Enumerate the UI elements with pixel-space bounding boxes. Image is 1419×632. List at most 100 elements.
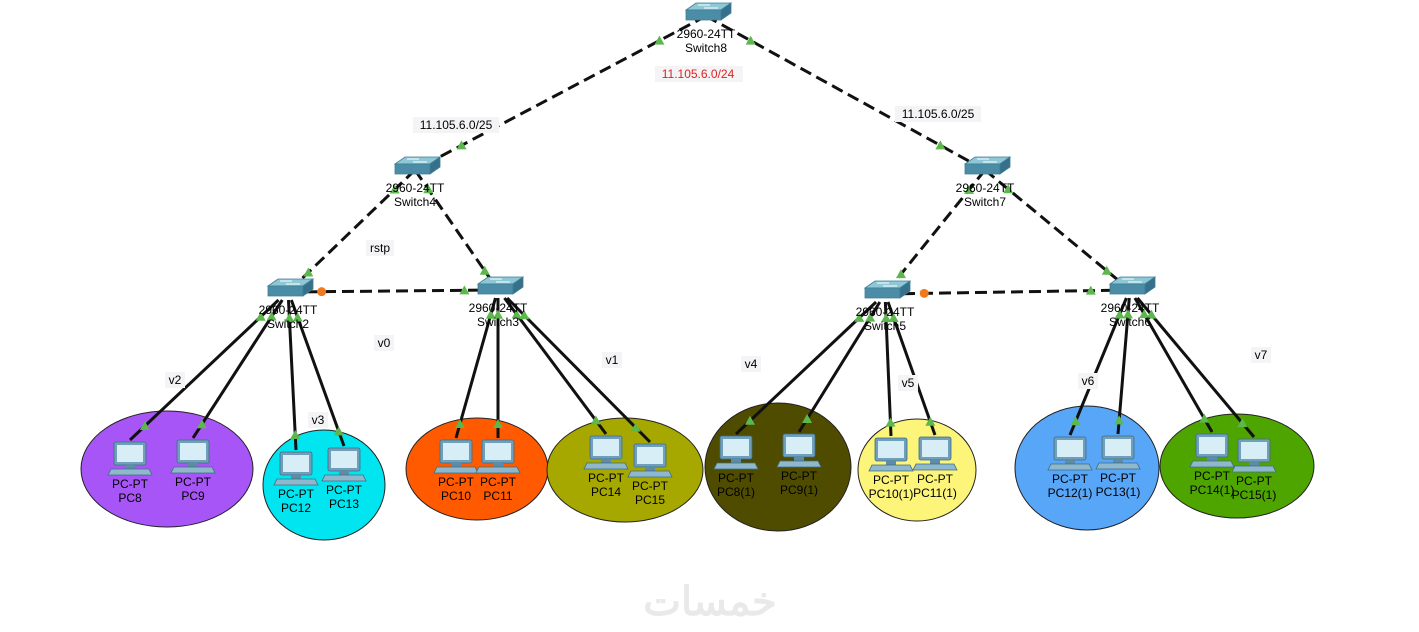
subnet-left-label: 11.105.6.0/25 [420,118,493,132]
access-link[interactable] [797,301,882,433]
switch-name-label: Switch2 [267,317,309,331]
port-up-triangle [493,309,503,319]
port-up-triangle [854,312,865,322]
pc-icon[interactable] [1189,433,1235,468]
pc-icon[interactable] [868,437,914,472]
switch-model-label: 2960-24TT [856,305,915,319]
access-link[interactable] [128,298,280,442]
vlan-label-v1: v1 [606,353,619,367]
switch-icon[interactable] [1109,276,1156,295]
access-link[interactable] [1116,297,1131,435]
pc-name-label: PC14 [591,485,621,499]
pc-icon[interactable] [627,443,673,478]
port-up-triangle [292,312,303,322]
switch-name-label: Switch5 [864,319,906,333]
access-link[interactable] [503,297,608,435]
pc-type-label: PC-PT [1236,474,1273,488]
port-up-triangle [865,312,876,322]
port-up-triangle [1237,418,1248,428]
switch-name-label: Switch7 [964,195,1006,209]
pc-icon[interactable] [321,447,367,482]
port-up-triangle [1101,265,1112,275]
port-up-triangle [630,422,641,432]
pc-type-label: PC-PT [917,472,954,486]
switch-icon[interactable] [964,156,1011,175]
port-up-triangle [1003,184,1014,194]
pc-type-label: PC-PT [278,487,315,501]
access-link[interactable] [883,301,893,437]
port-up-triangle [925,416,936,426]
port-up-triangle [456,140,467,150]
switch-icon[interactable] [864,280,911,299]
access-link[interactable] [1136,297,1256,438]
switch-model-label: 2960-24TT [677,27,736,41]
pc-name-label: PC15(1) [1232,488,1277,502]
port-up-triangle [935,140,946,150]
port-up-triangle [654,35,665,45]
pc-name-label: PC12 [281,501,311,515]
pc-type-label: PC-PT [781,469,818,483]
port-up-triangle [885,417,896,427]
port-up-triangle [389,184,400,194]
vlan-group-area [80,410,254,528]
port-up-triangle [896,269,906,279]
pc-name-label: PC13 [329,497,359,511]
access-link[interactable] [1068,297,1128,436]
switch-icon[interactable] [267,278,314,297]
access-link[interactable] [454,297,497,439]
pc-icon[interactable] [433,439,479,474]
port-up-triangle [964,184,974,194]
switch-icon[interactable] [685,2,732,21]
switch-icon[interactable] [394,156,441,175]
switch-model-label: 2960-24TT [386,181,445,195]
vlan-label-v0: v0 [378,336,391,350]
port-up-triangle [459,285,470,295]
access-link[interactable] [506,296,652,444]
port-up-triangle [266,311,277,321]
pc-icon[interactable] [1095,435,1141,470]
port-up-triangle [881,313,892,323]
port-up-triangle [196,419,207,429]
port-up-triangle [493,419,503,428]
access-link[interactable] [289,299,346,447]
pc-icon[interactable] [1231,438,1277,473]
port-up-triangle [284,313,295,322]
pc-name-label: PC11 [483,489,512,503]
access-link[interactable] [286,299,298,451]
annotation-layer: 11.105.6.0/24 11.105.6.0/25 11.105.6.0/2… [165,66,1271,624]
blocked-port-dot [317,287,327,297]
access-link[interactable] [191,299,284,439]
pc-name-label: PC10(1) [869,487,914,501]
pc-icon[interactable] [776,433,822,468]
pc-icon[interactable] [912,436,958,471]
pc-icon[interactable] [1047,436,1093,471]
switch-icon[interactable] [477,276,524,295]
pc-icon[interactable] [475,439,521,474]
pc-type-label: PC-PT [175,475,212,489]
pc-type-label: PC-PT [588,471,625,485]
port-up-triangle [511,309,522,319]
port-up-triangle [802,414,813,423]
port-up-triangle [423,184,434,194]
pc-icon[interactable] [273,451,319,486]
pc-type-label: PC-PT [873,473,910,487]
trunk-link[interactable] [984,168,1131,292]
pc-icon[interactable] [107,441,153,476]
switch-name-label: Switch6 [1109,315,1151,329]
watermark-logo: خمسات [643,580,776,624]
pc-icon[interactable] [583,435,629,470]
vlan-label-v6: v6 [1082,374,1095,388]
pc-type-label: PC-PT [1052,472,1089,486]
access-link[interactable] [1133,297,1214,433]
access-link[interactable] [734,300,878,436]
port-up-triangle [333,426,344,436]
port-up-triangle [590,415,601,425]
pc-icon[interactable] [170,439,216,474]
pc-icon[interactable] [713,435,759,470]
switch-name-label: Switch8 [685,41,727,55]
vlan-label-v4: v4 [745,357,758,371]
subnet-main-label: 11.105.6.0/24 [662,67,735,81]
pc-type-label: PC-PT [1194,469,1231,483]
access-link[interactable] [886,301,937,436]
port-up-triangle [255,311,266,321]
